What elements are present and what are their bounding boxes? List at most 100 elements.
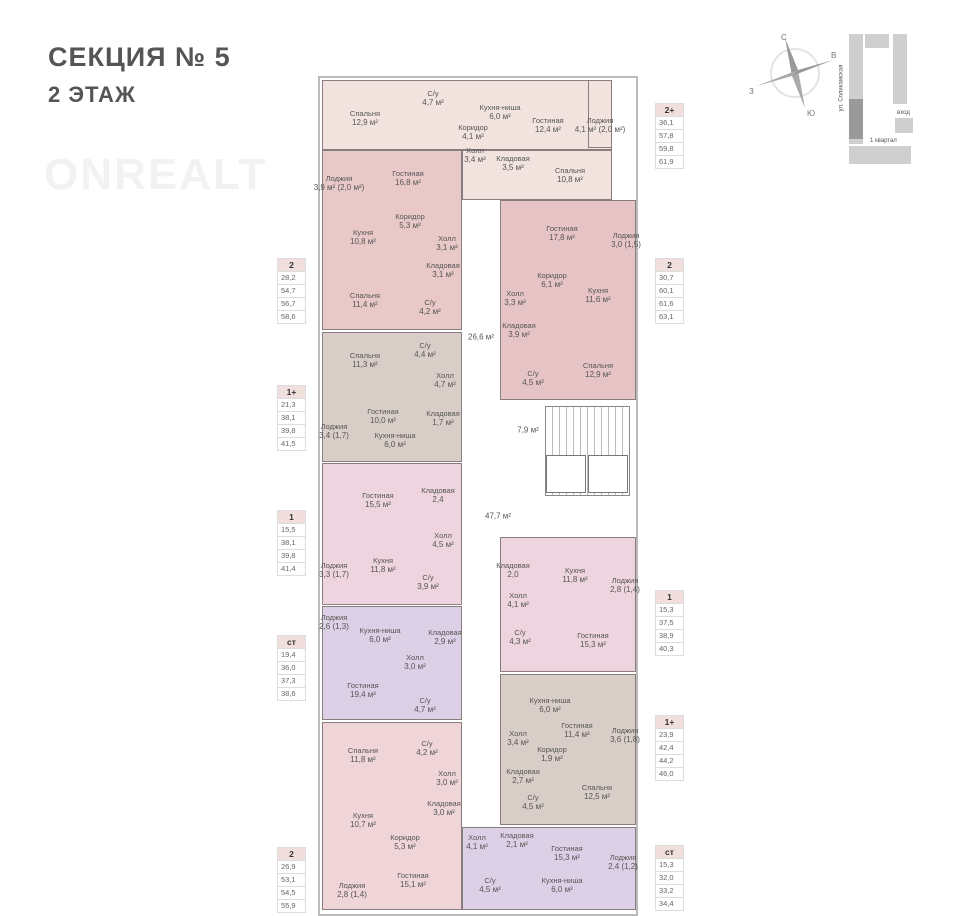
area-value: 55,9 <box>278 899 305 912</box>
room-area: 3,4 (1,7) <box>319 431 349 440</box>
apartment-9-area[interactable] <box>500 674 636 825</box>
apartment-2-area[interactable] <box>322 150 462 330</box>
room-area: 2,4 (1,2) <box>608 862 638 871</box>
room-area: 4,2 м² <box>416 748 438 757</box>
room-name: С/у <box>419 341 431 350</box>
room-name: Гостиная <box>532 116 564 125</box>
area-value: 42,4 <box>656 741 683 754</box>
room-name: Кухня-ниша <box>529 696 571 705</box>
room-name: Лоджия <box>611 576 639 585</box>
area-value: 39,8 <box>278 549 305 562</box>
apartment-6-area[interactable] <box>322 722 462 910</box>
room-area: 3,0 м² <box>436 778 458 787</box>
room-name: Коридор <box>537 271 567 280</box>
room-name: Спальня <box>349 109 381 118</box>
room-name: С/у <box>527 369 539 378</box>
compass-east: В <box>831 51 836 60</box>
room-area: 11,8 м² <box>350 755 376 764</box>
room-area: 1,7 м² <box>432 418 454 427</box>
lobby-area: 7,9 м² <box>517 425 539 435</box>
apartment-1-area[interactable] <box>322 80 612 150</box>
area-value: 36,0 <box>278 661 305 674</box>
apartment-type: ст <box>278 636 305 648</box>
room-area: 15,1 м² <box>400 880 426 889</box>
room-area: 4,1 м² <box>462 132 484 141</box>
apartment-1-area[interactable] <box>462 150 612 200</box>
room-name: Лоджия <box>320 422 348 431</box>
room-name: Холл <box>509 591 527 600</box>
room-name: Спальня <box>349 351 381 360</box>
room-area: 2,7 м² <box>512 776 534 785</box>
apartment-5-area[interactable] <box>322 606 462 720</box>
area-value: 33,2 <box>656 884 683 897</box>
room-name: С/у <box>419 696 431 705</box>
room-area: 2,9 м² <box>434 637 456 646</box>
minimap-entrance: вход <box>897 110 910 116</box>
room-area: 2,6 (1,3) <box>319 622 349 631</box>
apartment-8-area[interactable] <box>500 537 636 672</box>
minimap-block: 1 квартал <box>870 138 897 144</box>
room-name: Кухня-ниша <box>359 626 401 635</box>
area-value: 57,8 <box>656 129 683 142</box>
room-area: 6,0 м² <box>539 705 561 714</box>
room-name: Гостиная <box>551 844 583 853</box>
room-name: Кухня <box>564 566 586 575</box>
room-area: 3,3 (1,7) <box>319 570 349 579</box>
area-value: 32,0 <box>656 871 683 884</box>
room-area: 5,3 м² <box>394 842 416 851</box>
room-name: С/у <box>424 298 436 307</box>
compass-west: З <box>749 87 754 96</box>
apartment-7-area[interactable] <box>500 200 636 400</box>
room-name: Гостиная <box>362 491 394 500</box>
apartment-4-area[interactable] <box>322 463 462 605</box>
apartment-type: 2 <box>278 259 305 271</box>
floor-label: 2 ЭТАЖ <box>48 82 136 107</box>
room-name: Гостиная <box>347 681 379 690</box>
area-value: 63,1 <box>656 310 683 323</box>
apartment-1-area[interactable] <box>588 80 612 148</box>
area-value: 40,3 <box>656 642 683 655</box>
area-value: 36,1 <box>656 116 683 129</box>
apartment-type: 2 <box>278 848 305 860</box>
room-name: Гостиная <box>367 407 399 416</box>
area-value: 54,5 <box>278 886 305 899</box>
room-area: 2,1 м² <box>506 840 528 849</box>
room-name: Кухня <box>352 811 374 820</box>
area-value: 60,1 <box>656 284 683 297</box>
room-area: 15,5 м² <box>365 500 391 509</box>
apartment-10-area[interactable] <box>462 827 636 910</box>
apartment-3-area[interactable] <box>322 332 462 462</box>
room-area: 3,9 м² <box>508 330 530 339</box>
